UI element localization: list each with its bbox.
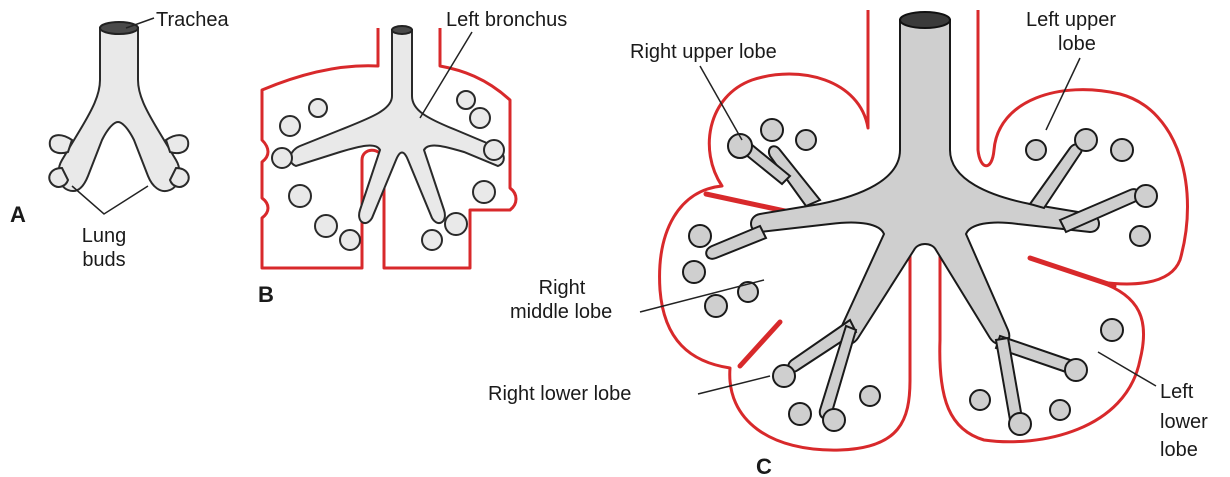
- panel-c-letter: C: [756, 454, 772, 477]
- trachea-label: Trachea: [156, 9, 230, 31]
- left-upper-lobe-label-line2: lobe: [1058, 33, 1096, 55]
- left-lower-lobe-label-line3: lobe: [1160, 439, 1198, 461]
- right-lower-lobe-leader: [698, 376, 770, 394]
- panel-a-letter: A: [10, 202, 26, 227]
- right-upper-lobe-label: Right upper lobe: [630, 41, 777, 63]
- panel-b: Left bronchus B: [258, 9, 567, 307]
- right-lower-lobe-label: Right lower lobe: [488, 383, 631, 405]
- left-oblique-fissure: [1030, 258, 1114, 286]
- lung-buds-leader: [72, 186, 148, 214]
- lung-buds-label-line1: Lung: [82, 225, 127, 247]
- lung-buds-label-line2: buds: [82, 249, 125, 271]
- panel-c: Right upper lobe Left upper lobe Right m…: [488, 9, 1208, 477]
- panel-b-letter: B: [258, 282, 274, 307]
- right-middle-lobe-label-line1: Right: [539, 277, 586, 299]
- left-upper-lobe-label-line1: Left upper: [1026, 9, 1116, 31]
- left-lower-lobe-label-line2: lower: [1160, 411, 1208, 433]
- left-lower-lobe-leader: [1098, 352, 1156, 386]
- right-middle-lobe-label-line2: middle lobe: [510, 301, 612, 323]
- right-upper-lobe-leader: [700, 66, 742, 140]
- left-bronchus-label: Left bronchus: [446, 9, 567, 31]
- panel-c-airway: [683, 12, 1157, 435]
- panel-a-airway: [49, 22, 189, 191]
- left-lower-lobe-label-line1: Left: [1160, 381, 1194, 403]
- panel-a: Trachea Lung buds A: [10, 9, 230, 271]
- right-lower-fissure: [740, 322, 780, 366]
